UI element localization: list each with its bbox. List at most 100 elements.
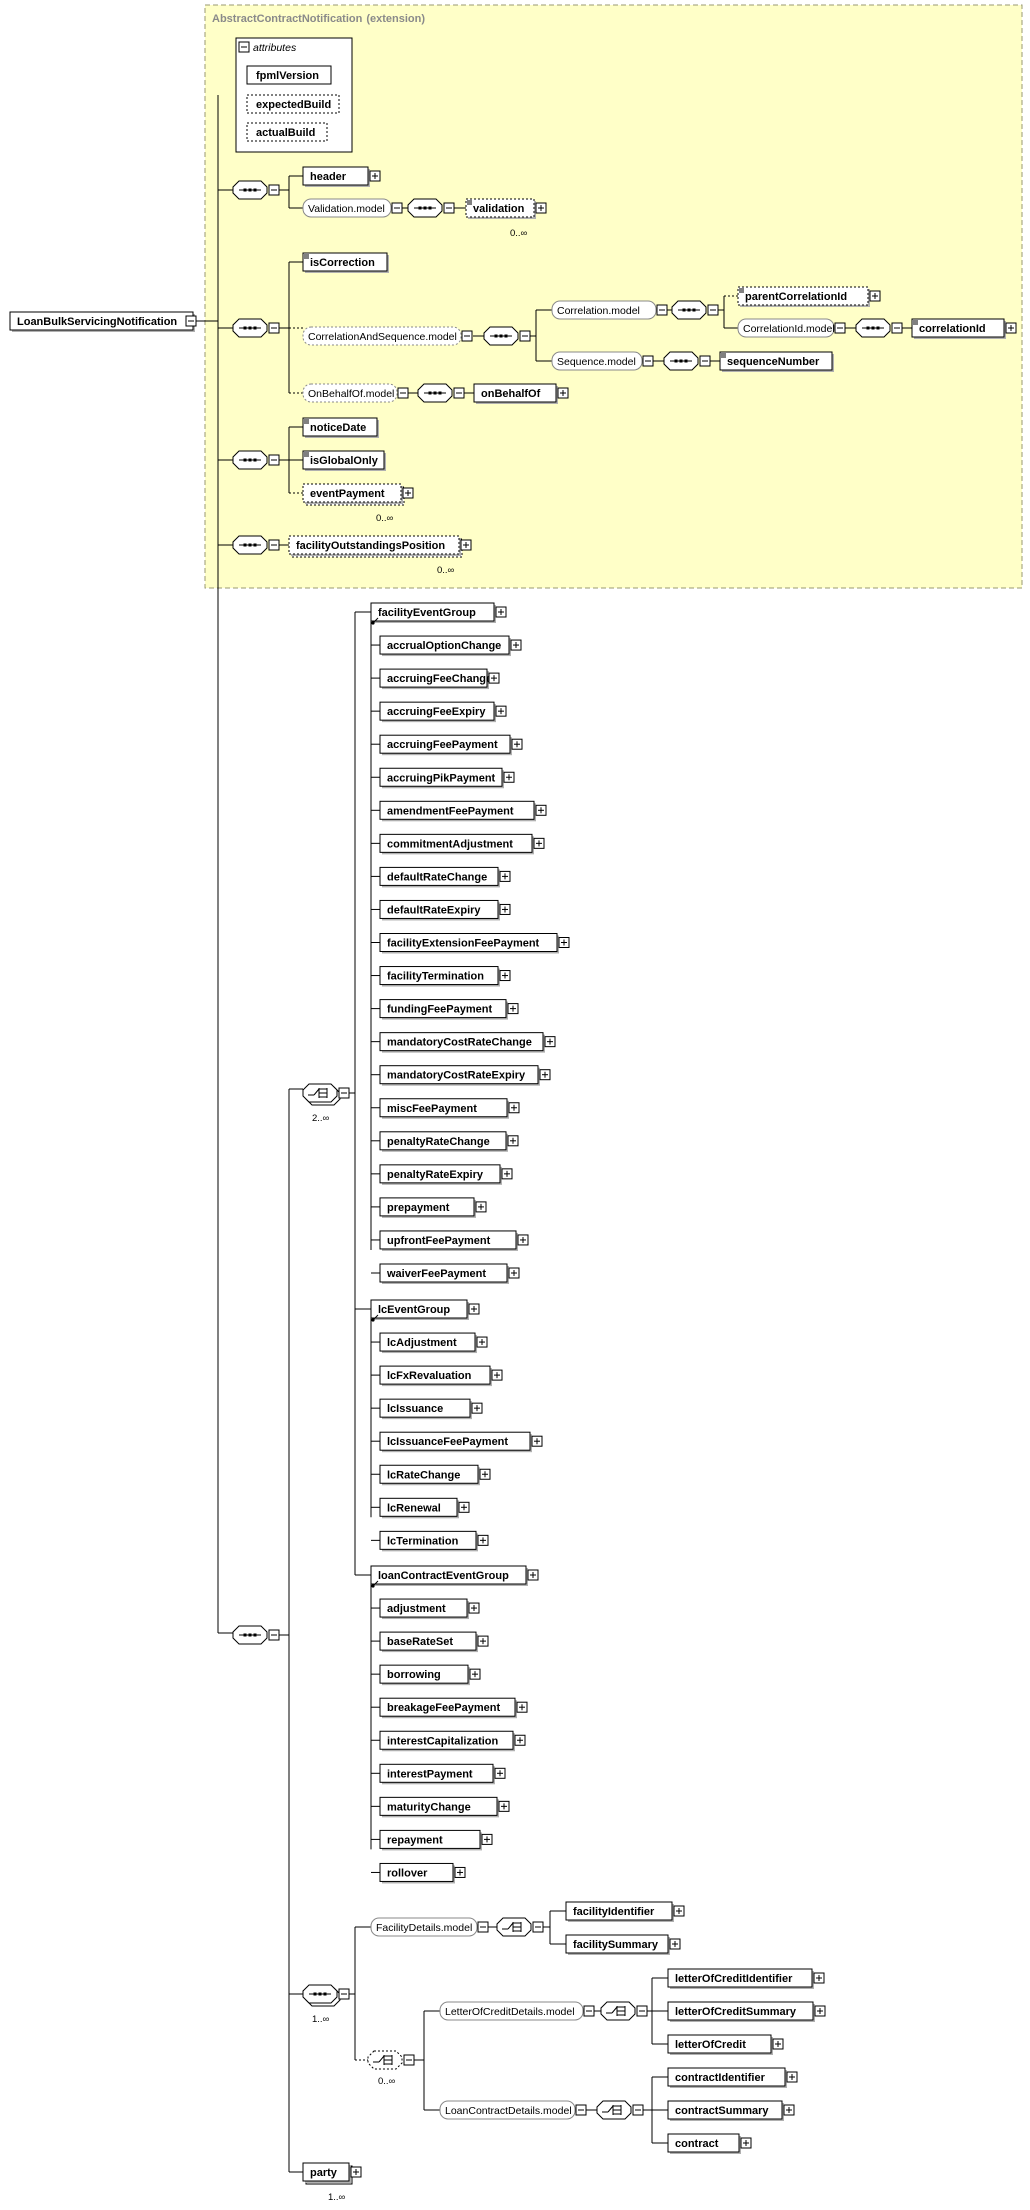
contractSummary-box[interactable] [667,2100,784,2121]
compositor-collapse-icon[interactable] [443,202,455,214]
sequence-compositor[interactable] [302,1984,341,2007]
event-penaltyRateExpiry-expand-icon[interactable] [501,1168,513,1180]
event-accruingFeeChange-box[interactable] [379,668,489,690]
event-prepayment-box[interactable] [379,1197,476,1218]
compositor-collapse-icon[interactable] [519,330,531,342]
header-box[interactable] [302,166,370,187]
correlationAndSequence-model-collapse-icon[interactable] [461,330,473,342]
event-facilityExtensionFeePayment-box[interactable] [379,933,559,954]
party-expand-icon[interactable] [350,2166,362,2178]
validation-model-box[interactable] [302,198,392,218]
attribute-fpmlVersion[interactable]: fpmlVersion [246,65,332,85]
letterOfCreditIdentifier-expand-icon[interactable] [813,1972,825,1984]
event-interestPayment-expand-icon[interactable] [494,1767,506,1779]
compositor-collapse-icon[interactable] [268,539,280,551]
event-lcTermination-box[interactable] [379,1530,478,1552]
onBehalfOf-expand-icon[interactable] [557,387,569,399]
event-mandatoryCostRateExpiry-expand-icon[interactable] [539,1069,551,1081]
event-lcIssuanceFeePayment-box[interactable] [379,1431,532,1453]
event-accruingPikPayment-expand-icon[interactable] [503,771,515,783]
choice-compositor[interactable] [496,1917,532,1937]
root-box[interactable] [9,311,195,332]
event-waiverFeePayment-box[interactable] [379,1263,509,1284]
event-repayment-expand-icon[interactable] [481,1833,493,1845]
letterOfCreditSummary-box[interactable] [667,2001,815,2022]
facilityIdentifier-box[interactable] [565,1901,674,1922]
event-facilityTermination-box[interactable] [379,966,500,987]
onBehalfOf-box[interactable] [473,383,558,404]
event-upfrontFeePayment-box[interactable] [379,1230,518,1251]
sequence-model-collapse-icon[interactable] [642,355,654,367]
letterOfCredit-expand-icon[interactable] [772,2038,784,2050]
event-prepayment-expand-icon[interactable] [475,1201,487,1213]
event-penaltyRateExpiry-box[interactable] [379,1164,502,1185]
event-repayment-box[interactable] [379,1829,482,1851]
correlation-model-collapse-icon[interactable] [656,304,668,316]
event-breakageFeePayment-expand-icon[interactable] [516,1701,528,1713]
letterOfCreditSummary-expand-icon[interactable] [814,2005,826,2017]
event-lcFxRevaluation-expand-icon[interactable] [491,1369,503,1381]
event-lcRenewal-expand-icon[interactable] [458,1501,470,1513]
event-baseRateSet-expand-icon[interactable] [477,1635,489,1647]
compositor-collapse-icon[interactable] [707,304,719,316]
header-expand-icon[interactable] [369,170,381,182]
isCorrection-box[interactable] [302,252,389,273]
noticeDate-box[interactable] [302,417,379,438]
event-lcAdjustment-expand-icon[interactable] [476,1336,488,1348]
event-miscFeePayment-box[interactable] [379,1098,509,1119]
lcEventGroup-expand-icon[interactable] [468,1303,480,1315]
event-lcIssuance-expand-icon[interactable] [471,1402,483,1414]
choice-compositor[interactable] [596,2100,632,2120]
event-baseRateSet-box[interactable] [379,1631,478,1653]
facilityDetails-model-collapse-icon[interactable] [477,1921,489,1933]
event-adjustment-expand-icon[interactable] [468,1602,480,1614]
contract-box[interactable] [667,2133,741,2154]
compositor-collapse-icon[interactable] [632,2104,644,2116]
sequence-compositor[interactable] [671,300,707,320]
event-amendmentFeePayment-expand-icon[interactable] [535,804,547,816]
event-penaltyRateChange-expand-icon[interactable] [507,1135,519,1147]
event-accrualOptionChange-box[interactable] [379,635,511,657]
event-lcRenewal-box[interactable] [379,1497,459,1519]
event-waiverFeePayment-expand-icon[interactable] [508,1267,520,1279]
event-interestCapitalization-box[interactable] [379,1730,515,1752]
compositor-collapse-icon[interactable] [403,2054,415,2066]
compositor-collapse-icon[interactable] [453,387,465,399]
event-commitmentAdjustment-expand-icon[interactable] [533,837,545,849]
event-defaultRateChange-expand-icon[interactable] [499,870,511,882]
event-amendmentFeePayment-box[interactable] [379,800,536,822]
choice-compositor[interactable] [367,2050,403,2070]
sequence-compositor[interactable] [232,535,268,555]
correlationId-model-collapse-icon[interactable] [834,322,846,334]
correlationId-model-box[interactable] [737,318,835,338]
event-facilityTermination-expand-icon[interactable] [499,970,511,982]
validation-box[interactable] [465,198,536,219]
event-miscFeePayment-expand-icon[interactable] [508,1102,520,1114]
loanContractEventGroup-box[interactable] [370,1565,528,1588]
facilityOutstandingsPosition-box[interactable] [288,535,463,558]
compositor-collapse-icon[interactable] [268,454,280,466]
facilityOutstandingsPosition-expand-icon[interactable] [460,539,472,551]
event-mandatoryCostRateChange-box[interactable] [379,1032,545,1053]
event-lcIssuance-box[interactable] [379,1398,472,1420]
letterOfCreditIdentifier-box[interactable] [667,1968,814,1989]
event-defaultRateExpiry-expand-icon[interactable] [499,903,511,915]
event-lcIssuanceFeePayment-expand-icon[interactable] [531,1435,543,1447]
onBehalfOf-model-box[interactable] [302,383,398,403]
event-accruingPikPayment-box[interactable] [379,767,504,789]
compositor-collapse-icon[interactable] [699,355,711,367]
event-borrowing-expand-icon[interactable] [469,1668,481,1680]
contract-expand-icon[interactable] [740,2137,752,2149]
sequence-compositor[interactable] [483,326,519,346]
event-lcAdjustment-box[interactable] [379,1332,477,1354]
facilitySummary-expand-icon[interactable] [669,1938,681,1950]
facilityDetails-model-box[interactable] [370,1917,478,1937]
event-facilityExtensionFeePayment-expand-icon[interactable] [558,937,570,948]
compositor-collapse-icon[interactable] [268,184,280,196]
event-commitmentAdjustment-box[interactable] [379,833,534,855]
event-adjustment-box[interactable] [379,1598,469,1620]
event-upfrontFeePayment-expand-icon[interactable] [517,1234,529,1246]
onBehalfOf-model-collapse-icon[interactable] [397,387,409,399]
sequence-compositor[interactable] [232,180,268,200]
attribute-actualBuild[interactable]: actualBuild [246,122,328,142]
